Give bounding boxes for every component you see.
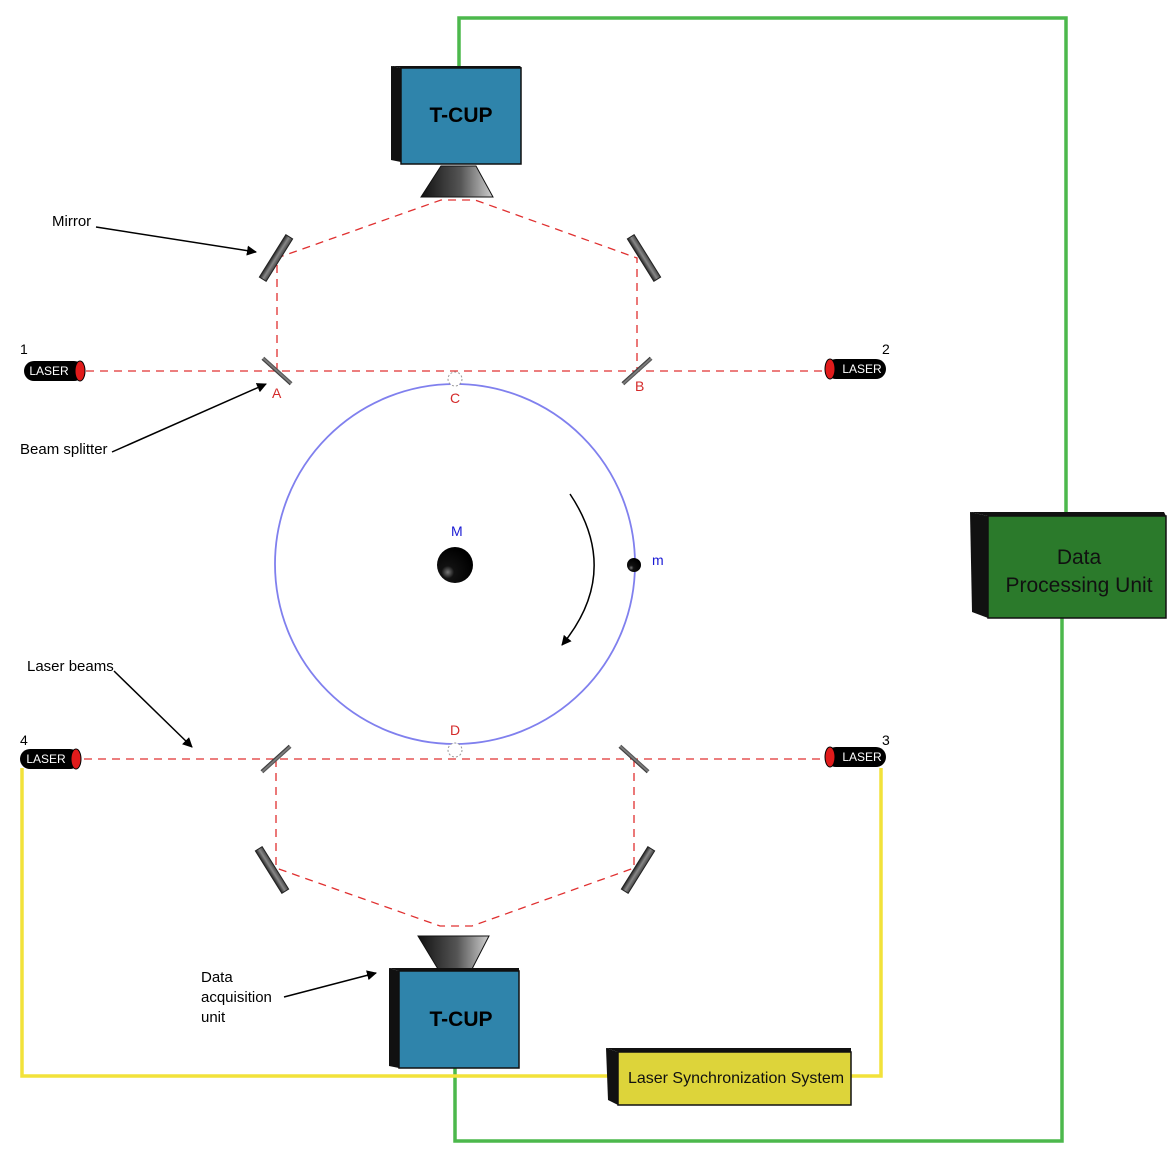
laser-3-number: 3: [882, 732, 890, 748]
dpu-label-line2: Processing Unit: [1005, 574, 1152, 597]
point-c-marker: [447, 371, 463, 387]
laser-3-label: LASER: [842, 750, 882, 764]
beam-splitter-pointer-arrow: [111, 383, 267, 453]
green-wire: [453, 16, 1068, 1143]
tcup-top-prism: [420, 165, 494, 198]
laser-2-number: 2: [882, 341, 890, 357]
laser-2: LASER 2: [824, 341, 890, 380]
beam-splitter-bottom-left: [260, 744, 292, 774]
laser-2-label: LASER: [842, 362, 882, 376]
beam-splitters: [260, 356, 653, 774]
data-processing-unit: Data Processing Unit: [970, 512, 1167, 619]
orbit-direction-arrow: [561, 493, 595, 646]
point-d-label: D: [450, 722, 460, 738]
beam-splitter-bottom-right: [618, 744, 650, 774]
central-mass-label: M: [451, 523, 463, 539]
point-a-label: A: [272, 385, 282, 401]
beam-splitter-label: Beam splitter: [20, 441, 108, 458]
central-mass: [437, 547, 473, 583]
data-acquisition-label-line2: acquisition: [201, 989, 272, 1006]
laser-1-label: LASER: [29, 364, 69, 378]
laser-beams-pointer-arrow: [113, 670, 193, 748]
point-c-label: C: [450, 390, 460, 406]
laser-beams: [84, 199, 826, 927]
mirrors: [254, 233, 662, 895]
laser-4-number: 4: [20, 732, 28, 748]
laser-synchronization-system: Laser Synchronization System: [606, 1048, 852, 1106]
point-b-label: B: [635, 378, 644, 394]
orbiting-mass-label: m: [652, 552, 664, 568]
tcup-bottom: T-CUP: [389, 935, 520, 1069]
beam-splitter-b: [621, 356, 653, 386]
orbiting-mass: [627, 558, 641, 572]
mirror-top-left: [258, 233, 294, 283]
data-acquisition-label-line3: unit: [201, 1009, 226, 1026]
laser-3: LASER 3: [824, 732, 890, 768]
tcup-top-label: T-CUP: [430, 104, 493, 127]
tcup-bottom-prism: [417, 935, 490, 970]
dpu-label-line1: Data: [1057, 546, 1102, 569]
tcup-top: T-CUP: [391, 66, 522, 198]
tcup-bottom-label: T-CUP: [430, 1008, 493, 1031]
beam-splitter-a: [261, 356, 293, 386]
data-acquisition-label-line1: Data: [201, 969, 233, 986]
laser-1-number: 1: [20, 341, 28, 357]
mirror-bottom-left: [254, 845, 290, 895]
data-acquisition-pointer-arrow: [283, 970, 377, 998]
point-d-marker: [447, 742, 463, 758]
mirror-top-right: [626, 233, 662, 283]
mirror-pointer-arrow: [95, 226, 257, 256]
laser-4-label: LASER: [26, 752, 66, 766]
mirror-bottom-right: [620, 845, 656, 895]
yellow-wire: [20, 768, 883, 1078]
laser-beams-label: Laser beams: [27, 658, 114, 675]
mirror-label: Mirror: [52, 213, 91, 230]
lss-label: Laser Synchronization System: [628, 1070, 844, 1087]
laser-1: LASER 1: [20, 341, 86, 382]
laser-4: LASER 4: [20, 732, 82, 770]
